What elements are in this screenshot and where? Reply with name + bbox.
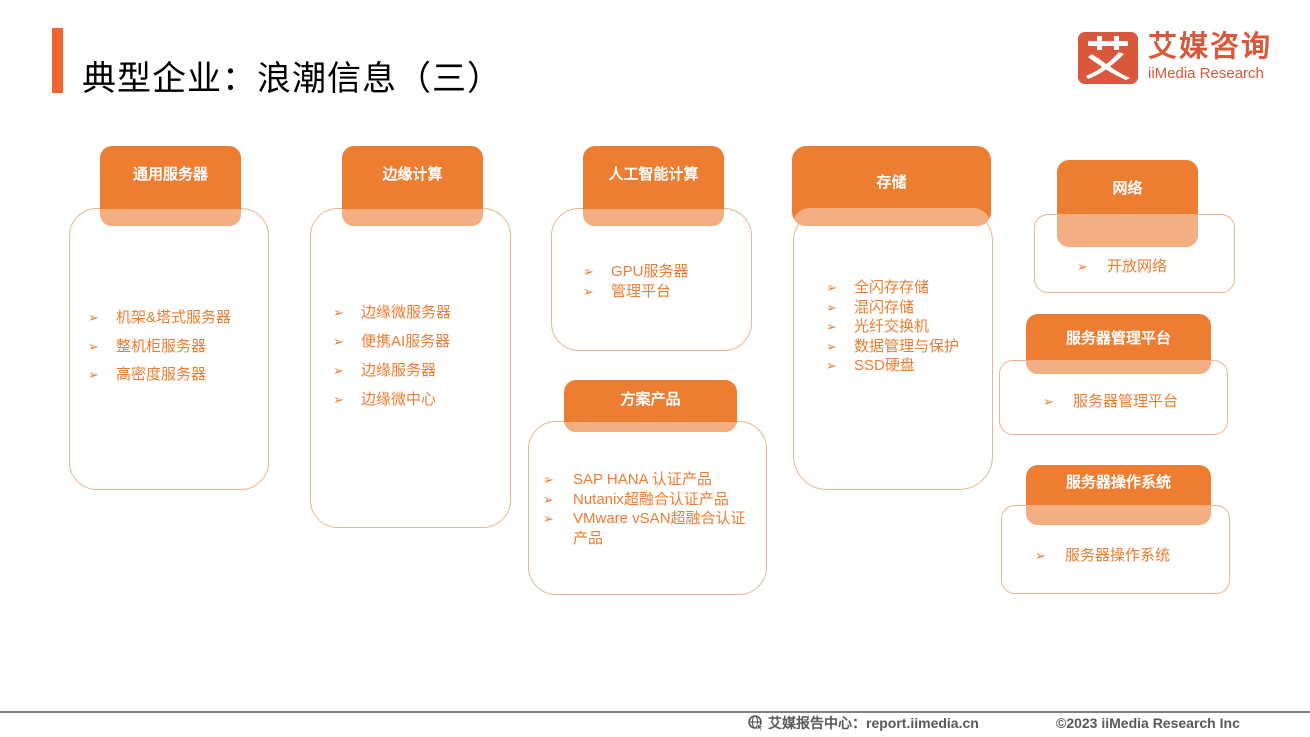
list-item: ➢光纤交换机: [826, 318, 930, 335]
category-items: ➢机架&塔式服务器 ➢整机柜服务器 ➢高密度服务器: [88, 304, 231, 390]
list-item: ➢边缘服务器: [333, 356, 451, 385]
list-item: ➢GPU服务器: [583, 263, 689, 280]
tab-overlap: [583, 209, 724, 226]
list-item: ➢SSD硬盘: [826, 357, 915, 374]
arrowhead-bullet-icon: ➢: [88, 338, 99, 354]
list-item: ➢数据管理与保护: [826, 337, 960, 355]
category-title: 存储: [876, 174, 907, 191]
category-items: ➢GPU服务器 ➢管理平台: [583, 262, 689, 302]
arrowhead-bullet-icon: ➢: [543, 472, 554, 487]
arrowhead-bullet-icon: ➢: [333, 363, 344, 378]
category-tab-edge-computing: 边缘计算: [342, 146, 483, 226]
list-item: ➢Nutanix超融合认证产品: [543, 490, 729, 508]
category-card-ai-computing: [551, 208, 752, 351]
list-item: ➢SAP HANA 认证产品: [543, 471, 712, 488]
logo-cn-text: 艾媒咨询: [1148, 31, 1273, 63]
tab-overlap: [1026, 505, 1211, 525]
arrowhead-bullet-icon: ➢: [826, 358, 837, 373]
tab-overlap: [564, 422, 737, 432]
footer-source: 艾媒报告中心：report.iimedia.cn: [748, 714, 979, 732]
arrowhead-bullet-icon: ➢: [543, 511, 554, 526]
globe-cursor-icon: [748, 715, 764, 731]
list-item: ➢管理平台: [583, 283, 672, 300]
arrowhead-bullet-icon: ➢: [88, 367, 99, 382]
tab-overlap: [1026, 360, 1211, 374]
category-tab-general-server: 通用服务器: [100, 146, 241, 226]
list-item: ➢整机柜服务器: [88, 333, 231, 362]
list-item: ➢服务器操作系统: [1035, 547, 1171, 564]
category-card-edge-computing: [310, 208, 511, 528]
arrowhead-bullet-icon: ➢: [826, 299, 837, 315]
list-item: ➢机架&塔式服务器: [88, 304, 231, 333]
list-item: ➢边缘微服务器: [333, 298, 451, 327]
arrowhead-bullet-icon: ➢: [1043, 394, 1054, 409]
category-tab-storage: 存储: [792, 146, 991, 226]
category-card-storage: [793, 208, 993, 490]
tab-overlap: [100, 209, 241, 226]
category-tab-server-os: 服务器操作系统: [1026, 465, 1211, 525]
arrowhead-bullet-icon: ➢: [826, 280, 837, 295]
list-item: ➢服务器管理平台: [1043, 393, 1179, 410]
list-item: ➢便携AI服务器: [333, 327, 451, 356]
arrowhead-bullet-icon: ➢: [88, 310, 99, 325]
list-item: ➢开放网络: [1077, 258, 1168, 275]
arrowhead-bullet-icon: ➢: [583, 284, 594, 299]
category-items: ➢开放网络: [1077, 257, 1167, 277]
category-card-solution-products: [528, 421, 767, 595]
arrowhead-bullet-icon: ➢: [333, 392, 344, 407]
footer-source-text: 艾媒报告中心：report.iimedia.cn: [768, 715, 979, 731]
list-item: ➢高密度服务器: [88, 361, 231, 390]
logo-en-text: iiMedia Research: [1148, 65, 1264, 82]
category-items: ➢SAP HANA 认证产品 ➢Nutanix超融合认证产品 ➢VMware v…: [543, 470, 758, 548]
tab-overlap: [792, 208, 991, 226]
category-title: 通用服务器: [132, 166, 208, 183]
category-title: 服务器管理平台: [1065, 330, 1171, 347]
category-tab-solution-products: 方案产品: [564, 380, 737, 432]
arrowhead-bullet-icon: ➢: [826, 338, 837, 354]
arrowhead-bullet-icon: ➢: [1035, 548, 1046, 563]
category-items: ➢服务器管理平台: [1043, 392, 1178, 412]
arrowhead-bullet-icon: ➢: [583, 264, 594, 279]
list-item: ➢边缘微中心: [333, 385, 451, 414]
tab-overlap: [342, 209, 483, 226]
tab-overlap: [1057, 214, 1198, 247]
iimedia-logo: 艾媒咨询 iiMedia Research: [1078, 31, 1288, 86]
logo-mark-icon: [1078, 32, 1138, 84]
category-tab-ai-computing: 人工智能计算: [583, 146, 724, 226]
category-title: 网络: [1112, 180, 1143, 197]
list-item: ➢混闪存储: [826, 298, 915, 316]
category-title: 人工智能计算: [608, 166, 699, 183]
list-item: ➢全闪存存储: [826, 279, 930, 296]
category-title: 方案产品: [620, 391, 681, 408]
category-title: 服务器操作系统: [1065, 474, 1171, 491]
category-title: 边缘计算: [382, 166, 443, 183]
footer-copyright: ©2023 iiMedia Research Inc: [1056, 715, 1240, 731]
arrowhead-bullet-icon: ➢: [333, 334, 344, 349]
arrowhead-bullet-icon: ➢: [826, 319, 837, 334]
title-accent-bar: [52, 28, 63, 93]
category-items: ➢全闪存存储 ➢混闪存储 ➢光纤交换机 ➢数据管理与保护 ➢SSD硬盘: [826, 278, 959, 376]
arrowhead-bullet-icon: ➢: [1077, 259, 1088, 274]
category-tab-network: 网络: [1057, 160, 1198, 247]
category-tab-server-management: 服务器管理平台: [1026, 314, 1211, 374]
category-items: ➢边缘微服务器 ➢便携AI服务器 ➢边缘服务器 ➢边缘微中心: [333, 298, 451, 414]
page-title: 典型企业：浪潮信息（三）: [82, 59, 502, 98]
footer-divider: [0, 711, 1310, 713]
arrowhead-bullet-icon: ➢: [333, 305, 344, 320]
category-items: ➢服务器操作系统: [1035, 546, 1170, 566]
list-item: ➢VMware vSAN超融合认证产品: [543, 510, 746, 547]
category-card-general-server: [69, 208, 269, 490]
arrowhead-bullet-icon: ➢: [543, 491, 554, 507]
